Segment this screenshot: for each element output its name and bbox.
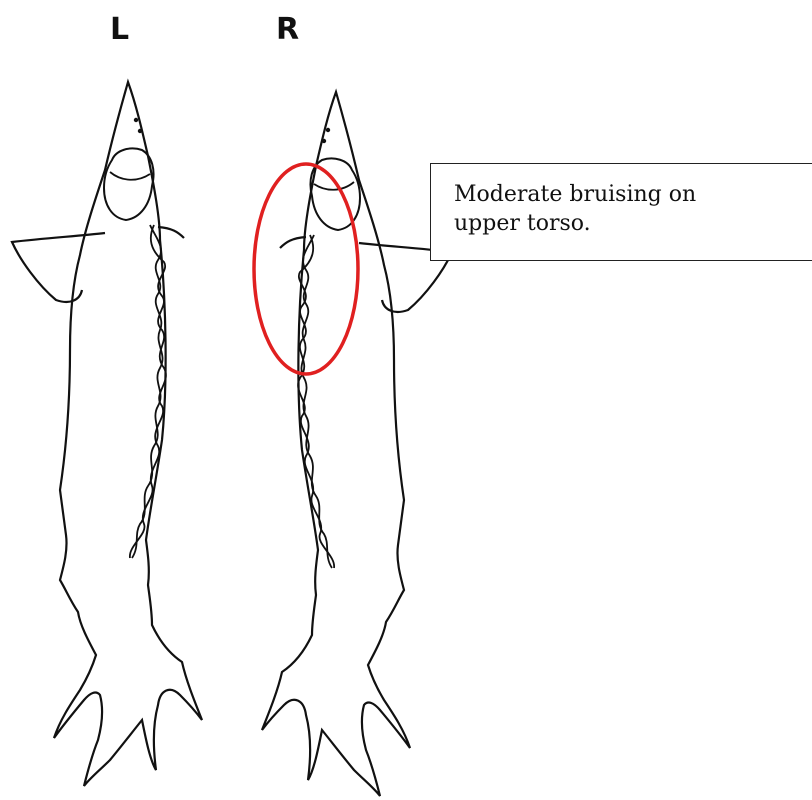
annotation-line-2: upper torso. xyxy=(454,209,792,238)
fish-left xyxy=(12,82,202,786)
fish-right xyxy=(262,92,452,796)
annotation-line-1: Moderate bruising on xyxy=(454,180,792,209)
annotation-callout: Moderate bruising on upper torso. xyxy=(430,163,812,261)
